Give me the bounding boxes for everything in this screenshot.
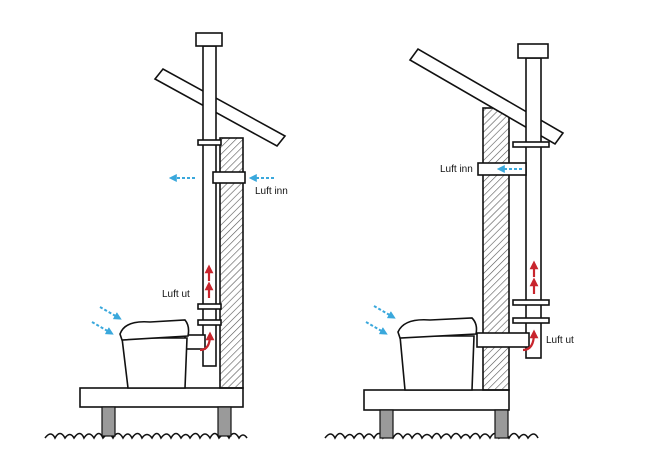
right-pipe [525,57,542,359]
right-collar-1 [512,141,550,148]
left-pipe-cap [195,32,223,47]
right-toilet [397,317,478,391]
left-inlet-duct [212,171,246,184]
right-collar-3 [512,317,550,324]
right-label-luft-inn: Luft inn [440,164,473,175]
left-wall [219,137,244,389]
left-roof [153,67,287,148]
left-incoming-air-arrows [91,174,274,335]
left-label-luft-ut: Luft ut [162,289,190,300]
left-collar-3 [197,319,222,326]
right-collar-2 [512,299,550,306]
right-panel: Luft inn Luft ut [324,43,574,440]
right-post-1 [379,409,394,439]
left-floor [79,387,244,408]
right-incoming-air-arrows [365,165,522,335]
left-toilet [119,319,190,389]
right-post-2 [494,409,509,439]
right-floor [363,389,510,411]
left-post-2 [217,406,232,437]
left-panel: Luft inn Luft ut [44,32,288,440]
left-ground [44,432,248,440]
left-label-luft-inn: Luft inn [255,186,288,197]
right-label-luft-ut: Luft ut [546,335,574,346]
right-exhaust-arrows [522,260,539,352]
left-post-1 [101,406,116,437]
left-collar-1 [197,139,222,146]
left-collar-2 [197,303,222,310]
right-pipe-cap [517,43,549,59]
left-pipe [202,45,217,367]
right-roof [408,47,565,146]
right-toilet-connector [476,332,530,348]
left-exhaust-arrows [199,264,215,352]
left-toilet-connector [184,334,206,350]
